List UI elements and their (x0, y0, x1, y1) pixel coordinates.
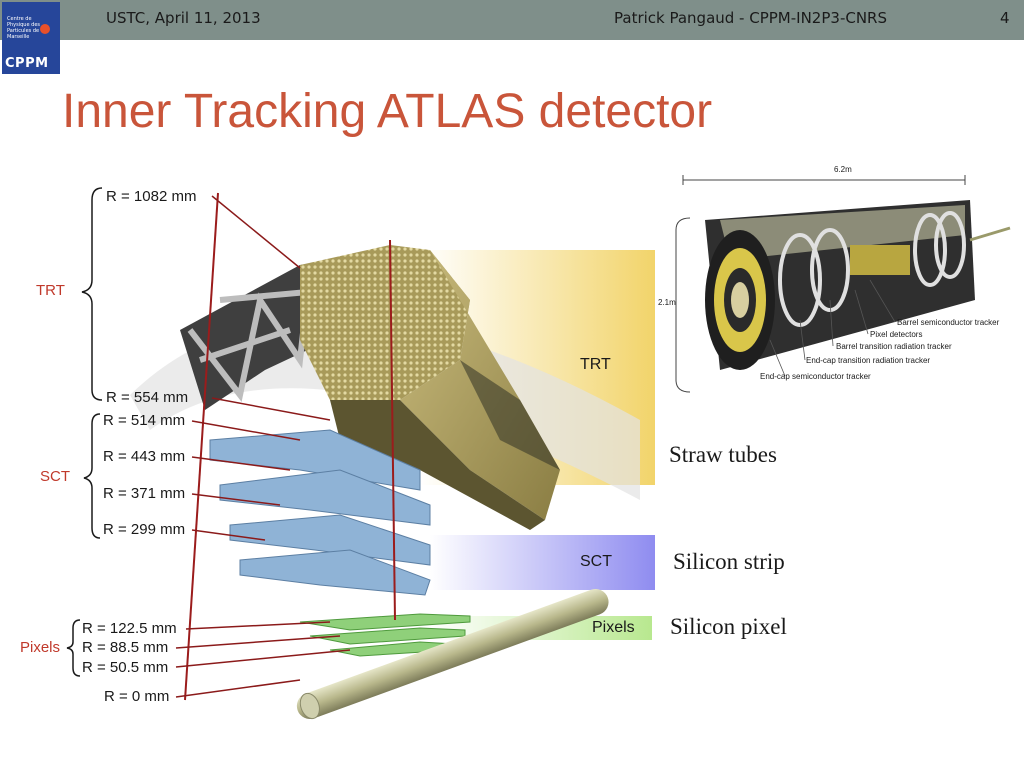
radius-label-443: R = 443 mm (103, 448, 186, 465)
inset-label-pixel: Pixel detectors (870, 330, 923, 339)
page-title: Inner Tracking ATLAS detector (62, 85, 713, 138)
inset-label-endcap-sct: End-cap semiconductor tracker (760, 372, 871, 381)
group-label-sct: SCT (40, 468, 70, 485)
logo-text: Centre de Physique des Particules de Mar… (7, 16, 41, 40)
group-label-pixels: Pixels (20, 639, 61, 656)
logo-dot-icon (40, 24, 50, 34)
group-label-trt: TRT (36, 282, 65, 299)
band-tag-pixels: Pixels (592, 619, 635, 636)
radius-label-371: R = 371 mm (103, 485, 186, 502)
radius-label-1082: R = 1082 mm (106, 188, 197, 205)
label-silicon-strip: Silicon strip (673, 549, 785, 574)
page-number: 4 (1000, 9, 1010, 27)
radius-label-50: R = 50.5 mm (82, 659, 169, 676)
radius-label-514: R = 514 mm (103, 412, 186, 429)
logo-abbr: CPPM (5, 56, 49, 71)
inset-height-label: 2.1m (658, 298, 676, 307)
inset-length-label: 6.2m (834, 165, 852, 174)
inset-drawing (675, 175, 1011, 393)
band-tag-trt: TRT (580, 356, 611, 373)
header-author: Patrick Pangaud - CPPM-IN2P3-CNRS (614, 9, 887, 27)
band-tag-sct: SCT (580, 553, 612, 570)
header-bar: USTC, April 11, 2013 Patrick Pangaud - C… (0, 0, 1024, 40)
radius-label-0: R = 0 mm (104, 688, 170, 705)
radius-label-122: R = 122.5 mm (82, 620, 177, 637)
header-date: USTC, April 11, 2013 (106, 9, 261, 27)
label-silicon-pixel: Silicon pixel (670, 614, 787, 639)
inset-label-barrel-trt: Barrel transition radiation tracker (836, 342, 952, 351)
radius-label-299: R = 299 mm (103, 521, 186, 538)
cppm-logo: Centre de Physique des Particules de Mar… (2, 2, 60, 74)
radius-label-554: R = 554 mm (106, 389, 189, 406)
inset-label-endcap-trt: End-cap transition radiation tracker (806, 356, 931, 365)
inset-label-barrel-sct: Barrel semiconductor tracker (897, 318, 1000, 327)
sct-band (430, 535, 655, 590)
label-straw-tubes: Straw tubes (669, 442, 777, 467)
radius-label-88: R = 88.5 mm (82, 639, 169, 656)
